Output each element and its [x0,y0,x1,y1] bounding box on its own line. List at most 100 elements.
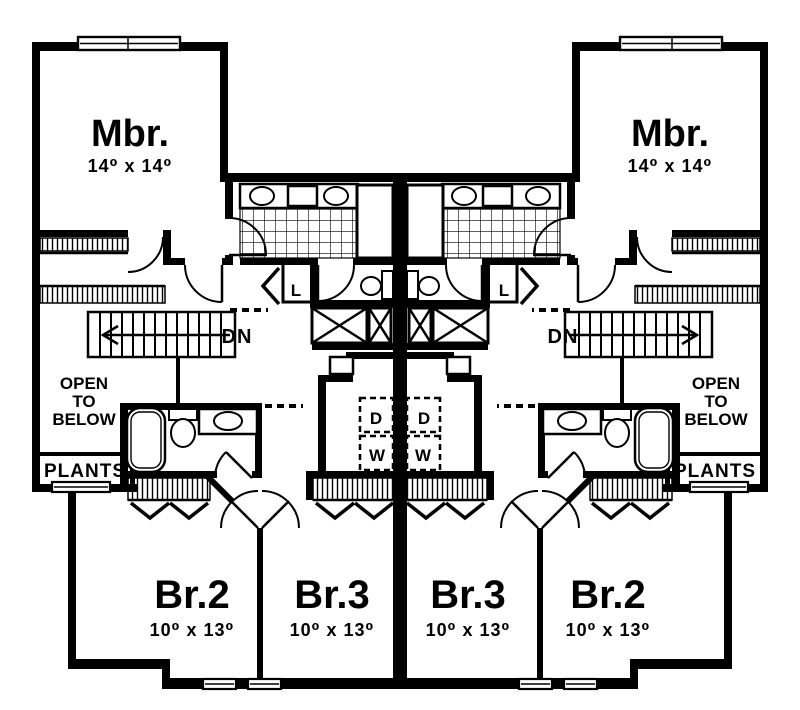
wall [346,352,393,359]
open-to-below-right-1: OPEN [692,374,740,393]
room-label-master-left: Mbr. [91,113,169,155]
stair-railing [176,357,180,405]
open-to-below-left-3: BELOW [52,410,116,429]
door-arc [261,490,300,529]
bifold-door [129,501,210,521]
chase-x [367,307,393,344]
plants-label-right: PLANTS [674,461,756,482]
wall [310,300,400,308]
stair-direction-arrow [100,324,119,346]
wall [255,403,262,478]
open-to-below-left-2: TO [72,392,95,411]
washer-label-left: W [369,446,386,465]
labels: Mbr. 14⁰ x 14⁰ DN OPEN TO BELOW PLANTS L… [44,113,756,640]
open-to-below-right-3: BELOW [684,410,748,429]
wall [225,181,233,219]
wall [318,375,348,382]
room-dims-master-left: 14⁰ x 14⁰ [88,156,173,176]
room-dims-br3-left: 10⁰ x 13⁰ [290,620,375,640]
wall [68,484,76,668]
sink [213,411,243,431]
wall [257,528,263,680]
room-label-master-right: Mbr. [631,113,709,155]
toilet-bowl [170,418,196,448]
wall [353,258,393,265]
washer-label-right: W [415,446,432,465]
wall [306,471,400,478]
room-label-br3-left: Br.3 [294,573,370,617]
wall [240,258,315,265]
linen-label-right: L [499,281,509,300]
dryer-label-left: D [370,409,382,428]
wall [120,403,262,410]
closet-rod [39,237,129,252]
door-arc [317,264,355,302]
stairs-dn-right: DN [548,326,579,348]
plant-shelf-wall [34,452,134,456]
door-arc [127,236,164,273]
bedroom-closets [127,477,398,521]
toilet-bowl [360,276,382,296]
chase-x [311,306,368,345]
windows [50,35,283,691]
dryer-label-right: D [418,409,430,428]
door-leaf [261,500,290,529]
linen-closet [260,265,313,306]
room-dims-br3-right: 10⁰ x 13⁰ [426,620,511,640]
staircase [86,310,237,405]
bathtub [125,406,167,474]
wall [68,659,168,669]
wall [312,343,400,350]
master-bathroom [228,182,395,260]
wall [32,230,128,237]
room-dims-master-right: 14⁰ x 14⁰ [628,156,713,176]
master-closet [39,236,166,304]
wall [120,403,128,491]
wall [220,42,228,182]
room-dims-br2-right: 10⁰ x 13⁰ [566,620,651,640]
wall [171,258,185,265]
door-arc [184,264,223,303]
wall [163,230,171,265]
closet-rod [127,477,211,501]
room-label-br2-left: Br.2 [154,573,230,617]
closet-rod [312,477,398,501]
wall [318,375,326,475]
wall [220,173,400,182]
closet-rod [39,285,166,304]
open-to-below-right-2: TO [704,392,727,411]
bifold-door [260,266,281,306]
room-label-br3-right: Br.3 [430,573,506,617]
stairs-dn-left: DN [222,326,253,348]
dryer-box [358,396,395,434]
shower [355,183,395,260]
window-mullion [80,37,178,50]
wall [252,471,262,478]
door-leaf [225,451,253,479]
sink [323,186,349,206]
open-to-below-left-1: OPEN [60,374,108,393]
bifold-door [314,501,395,521]
unit-geometry [32,35,400,691]
door-arc [228,217,267,256]
hall-bathroom [125,406,259,479]
door-arc [214,451,227,479]
door-arc [220,490,259,529]
wall [120,471,217,478]
party-wall [393,173,400,689]
wall [306,478,313,500]
attic-chase [310,306,393,345]
linen-closet-walls [281,265,313,304]
wall [225,255,233,265]
toilet-room [316,264,394,302]
room-label-br2-right: Br.2 [570,573,646,617]
sink [249,186,275,206]
toilet-tank [381,270,394,300]
wall [32,42,40,492]
laundry-closet [328,355,395,472]
bedroom-doors [220,490,300,529]
linen-label-left: L [291,281,301,300]
bathtub-inner [130,411,162,469]
